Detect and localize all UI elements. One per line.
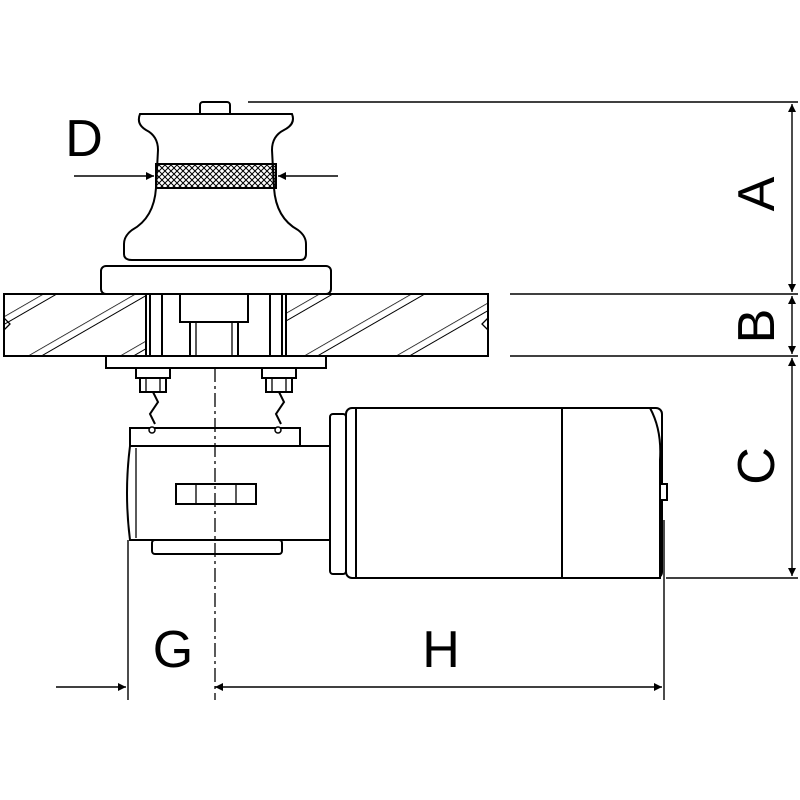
dimension-label-a: A bbox=[728, 176, 786, 211]
dimension-h: H bbox=[422, 621, 460, 679]
dimension-c: C bbox=[728, 358, 796, 576]
dimension-a: A bbox=[728, 104, 796, 292]
dimension-g: G bbox=[56, 621, 662, 691]
mounting-stud-right bbox=[261, 367, 297, 425]
extension-lines bbox=[127, 101, 798, 700]
dimension-label-b: B bbox=[728, 309, 786, 344]
under-deck-plate bbox=[105, 355, 327, 369]
dimension-label-d: D bbox=[65, 110, 103, 168]
base-flange bbox=[100, 265, 332, 295]
capstan-drum bbox=[123, 101, 307, 261]
electric-motor bbox=[329, 407, 668, 579]
dimension-d: D bbox=[65, 110, 338, 180]
dimension-label-c: C bbox=[728, 447, 786, 485]
mounting-stud-left bbox=[135, 367, 171, 425]
gearbox bbox=[126, 426, 333, 555]
dimension-label-g: G bbox=[153, 621, 193, 679]
deck-penetration bbox=[145, 293, 287, 357]
dimension-label-h: H bbox=[422, 621, 460, 679]
dimension-b: B bbox=[728, 296, 796, 354]
